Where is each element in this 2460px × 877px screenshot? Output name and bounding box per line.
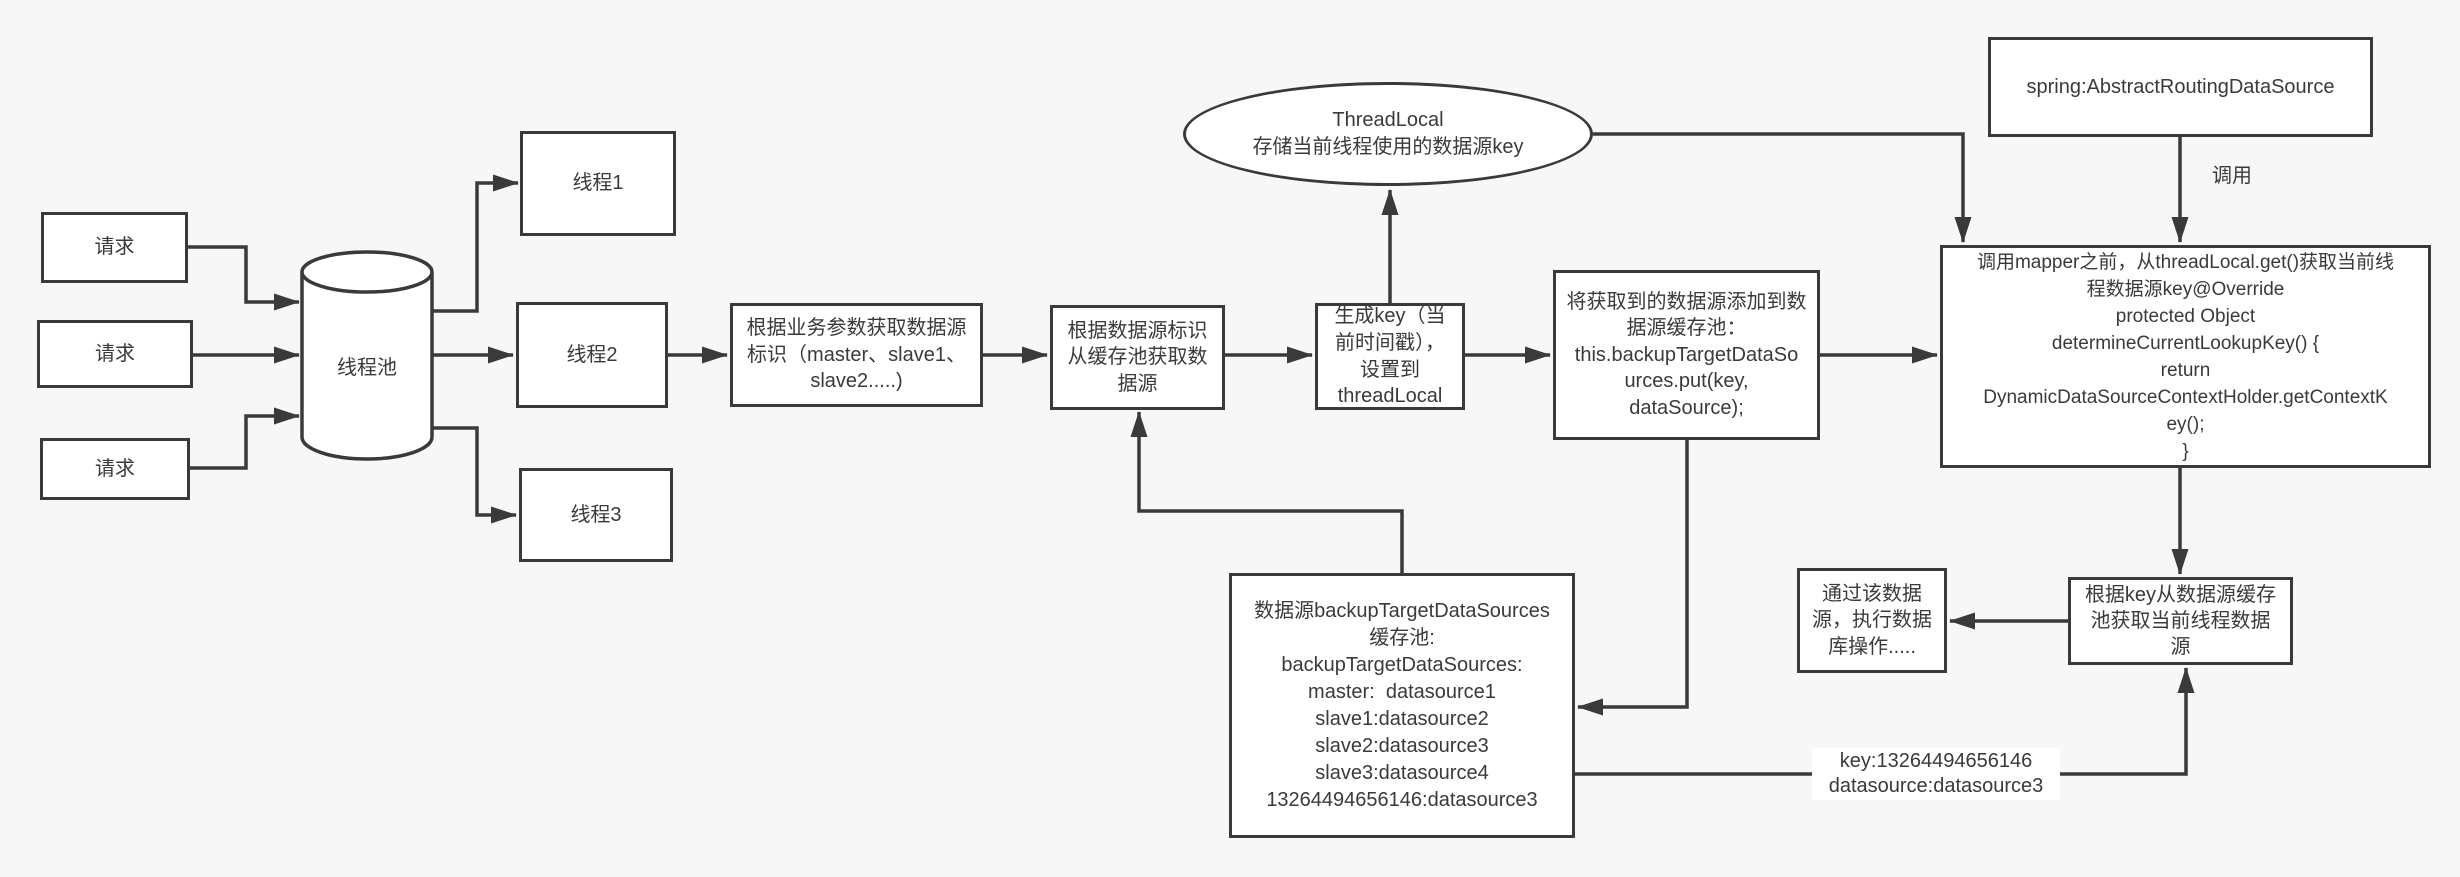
arrow-backup-pool-to-get-from-cache — [1130, 411, 1404, 573]
get-datasource-flag-box: 根据业务参数获取数据源 标识（master、slave1、 slave2....… — [730, 303, 983, 407]
invoke-edge-label: 调用 — [2212, 165, 2252, 187]
spring-abstract-routing-datasource-box: spring:AbstractRoutingDataSource — [1988, 37, 2373, 137]
add-to-cache-box: 将获取到的数据源添加到数 据源缓存池： this.backupTargetDat… — [1553, 270, 1820, 440]
arrow-pool-to-thread3 — [432, 426, 517, 524]
thread-pool-cylinder — [300, 250, 434, 461]
request-box-1: 请求 — [41, 212, 188, 283]
get-datasource-by-key-box: 根据key从数据源缓存 池获取当前线程数据 源 — [2068, 577, 2293, 665]
arrow-request1-to-pool — [188, 245, 300, 311]
thread-box-3: 线程3 — [519, 468, 673, 562]
arrow-request3-to-pool — [190, 407, 300, 470]
determine-current-lookup-key-box: 调用mapper之前，从threadLocal.get()获取当前线 程数据源k… — [1940, 245, 2431, 468]
request-box-3: 请求 — [40, 438, 190, 500]
thread-box-2: 线程2 — [516, 302, 668, 408]
key-value-label: key:13264494656146 datasource:datasource… — [1812, 748, 2060, 800]
get-datasource-from-cache-box: 根据数据源标识 从缓存池获取数 据源 — [1050, 305, 1225, 410]
arrow-threadlocal-to-code — [1593, 132, 1972, 243]
arrow-backup-pool-to-get-by-key — [1575, 667, 2195, 776]
execute-db-operation-box: 通过该数据 源，执行数据 库操作..... — [1797, 568, 1947, 673]
threadlocal-ellipse: ThreadLocal 存储当前线程使用的数据源key — [1183, 82, 1593, 186]
generate-key-box: 生成key（当 前时间戳）， 设置到 threadLocal — [1315, 303, 1465, 410]
backup-target-datasources-pool-box: 数据源backupTargetDataSources 缓存池: backupTa… — [1229, 573, 1575, 838]
arrow-pool-to-thread1 — [432, 174, 519, 313]
arrow-add-to-cache-to-backup-pool — [1577, 440, 1689, 716]
request-box-2: 请求 — [37, 320, 193, 388]
thread-box-1: 线程1 — [520, 131, 676, 236]
thread-pool-label: 线程池 — [337, 357, 397, 379]
